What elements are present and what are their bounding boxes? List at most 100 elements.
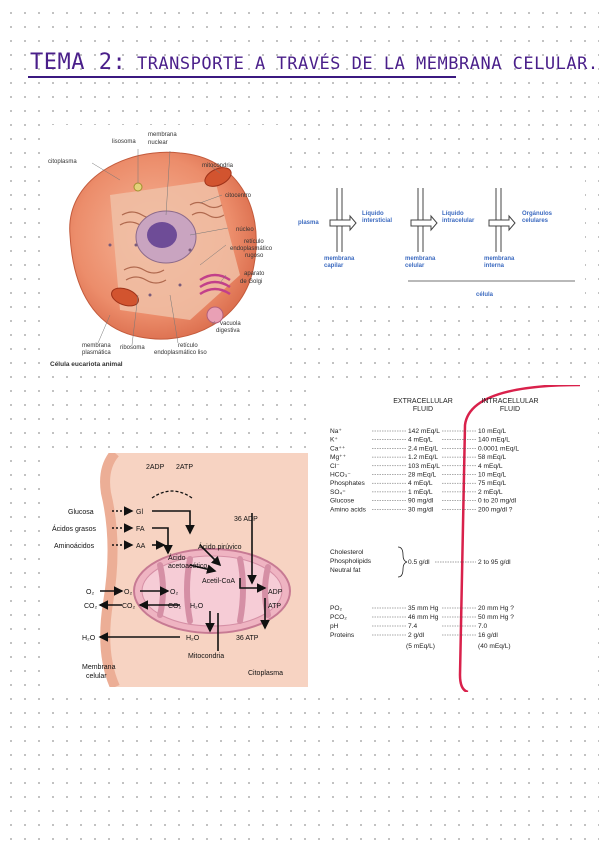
label-o2-out: O₂ xyxy=(86,589,94,596)
label-aminoacidos: Aminoácidos xyxy=(54,543,95,550)
lipid-phospholipids: Phospholipids xyxy=(330,558,372,565)
label-2atp: 2ATP xyxy=(176,464,193,471)
label-36atp: 36 ATP xyxy=(236,635,259,642)
label-membrana-plasmatica-2: plasmática xyxy=(82,350,111,356)
rows-name: SO₄⁼ xyxy=(330,489,346,496)
rows-intra-value: 140 mEq/L xyxy=(478,437,510,444)
label-organulos-2: celulares xyxy=(522,218,549,224)
compartments-diagram: plasma Líquido intersticial Líquido intr… xyxy=(298,188,575,298)
rows-extra-value: 1 mEq/L xyxy=(408,489,433,496)
rows-intra-value: 2 mEq/L xyxy=(478,489,503,496)
label-liquido-intersticial-2: intersticial xyxy=(362,218,392,224)
rows-extra-value: 1.2 mEq/L xyxy=(408,454,438,461)
rows-intra-value: 75 mEq/L xyxy=(478,480,507,487)
lipids-brace xyxy=(397,546,408,578)
rows-extra-value: 2.4 mEq/L xyxy=(408,445,438,452)
label-mitocondria: Mitocondria xyxy=(188,653,224,660)
rows-extra-value: 90 mg/dl xyxy=(408,498,434,505)
proteins-extra-2: (5 mEq/L) xyxy=(406,643,435,650)
label-liquido-intracelular-2: intracelular xyxy=(442,218,475,224)
label-fa: FA xyxy=(136,526,145,533)
label-vacuola-2: digestiva xyxy=(216,328,240,334)
label-reticulo-rugoso-2: endoplasmático xyxy=(230,246,273,252)
label-reticulo-liso-2: endoplasmático liso xyxy=(154,350,207,356)
header-extracellular-1: EXTRACELLULAR xyxy=(393,398,453,405)
label-liquido-intersticial-1: Líquido xyxy=(362,211,384,217)
label-membrana-interna-1: membrana xyxy=(484,256,515,262)
proteins-intra-2: (40 mEq/L) xyxy=(478,643,511,650)
label-gl: Gl xyxy=(136,509,143,516)
label-h2o-out: H₂O xyxy=(82,635,96,642)
cell-illustration-panel: lisosoma membrana nuclear citoplasma mit… xyxy=(40,125,286,372)
lipid-neutral-fat: Neutral fat xyxy=(330,567,361,574)
title-text: TRANSPORTE A TRAVÉS DE LA MEMBRANA CELUL… xyxy=(126,54,599,74)
lipid-cholesterol: Cholesterol xyxy=(330,549,364,556)
rows-intra-value: 10 mEq/L xyxy=(478,472,507,479)
label-membrana-celular-1: membrana xyxy=(405,256,436,262)
rows-intra-value: 0 to 20 mg/dl xyxy=(478,498,517,505)
rows-intra-value: 0.0001 mEq/L xyxy=(478,445,519,452)
rows-extra-value: 142 mEq/L xyxy=(408,428,440,435)
label-o2-mid: O₂ xyxy=(124,589,132,596)
label-liquido-intracelular-1: Líquido xyxy=(442,211,464,217)
label-reticulo-liso-1: retículo xyxy=(178,343,198,349)
rows2-intra-value: 20 mm Hg ? xyxy=(478,605,514,612)
label-mitocondria: mitocondria xyxy=(202,163,234,169)
label-membrana-plasmatica-1: membrana xyxy=(82,343,111,349)
golgi-shape xyxy=(199,273,231,296)
label-membrana-nuclear-2: nuclear xyxy=(148,140,168,146)
rows2-name: pH xyxy=(330,623,339,630)
adp-atp-cycle xyxy=(151,490,193,499)
label-membrana-celular-1: Membrana xyxy=(82,664,116,671)
label-glucosa: Glucosa xyxy=(68,509,94,516)
label-acido-acetoacetico-2: acetoacético xyxy=(168,563,207,570)
rows-name: Cl⁻ xyxy=(330,463,340,470)
label-membrana-celular-2: celular xyxy=(405,263,425,269)
cell-membrane-band xyxy=(100,449,120,690)
title-prefix: TEMA 2: xyxy=(30,50,127,75)
label-h2o-in: H₂O xyxy=(190,603,204,610)
label-co2-mid: CO₂ xyxy=(122,603,136,610)
label-plasma: plasma xyxy=(298,220,319,226)
rows2-name: PCO₂ xyxy=(330,614,347,621)
label-membrana-capilar-1: membrana xyxy=(324,256,355,262)
label-co2-out: CO₂ xyxy=(84,603,98,610)
label-vacuola-1: vacuola xyxy=(220,321,241,327)
rows-name: HCO₃⁻ xyxy=(330,472,351,479)
label-nucleo: núcleo xyxy=(236,227,254,233)
leader-lines xyxy=(91,149,229,346)
label-golgi-1: aparato xyxy=(244,271,265,277)
page-title: TEMA 2: TRANSPORTE A TRAVÉS DE LA MEMBRA… xyxy=(30,50,598,75)
rows-intra-value: 10 mEq/L xyxy=(478,428,507,435)
title-underline xyxy=(28,76,456,78)
label-reticulo-rugoso-3: rugoso xyxy=(245,253,264,259)
mitochondrion-shape-2 xyxy=(111,287,139,307)
compartments-panel: plasma Líquido intersticial Líquido intr… xyxy=(290,180,585,300)
cell-illustration: lisosoma membrana nuclear citoplasma mit… xyxy=(48,132,273,368)
rows2-intra-value: 50 mm Hg ? xyxy=(478,614,514,621)
label-36adp: 36 ADP xyxy=(234,516,258,523)
lipids-intra-value: 2 to 95 g/dl xyxy=(478,559,511,566)
metabolism-diagram: 2ADP 2ATP Glucosa Gl Ácidos grasos FA Am… xyxy=(52,449,308,690)
rows2-extra-value: 2 g/dl xyxy=(408,632,425,639)
mitochondrion-shape xyxy=(204,167,232,187)
label-membrana-nuclear-1: membrana xyxy=(148,132,177,138)
rows2-intra-value: 7.0 xyxy=(478,623,487,630)
rows-extra-value: 4 mEq/L xyxy=(408,437,433,444)
flow-arrows xyxy=(329,214,516,232)
rows-intra-value: 58 mEq/L xyxy=(478,454,507,461)
label-citoplasma: Citoplasma xyxy=(248,670,283,677)
rows-name: Ca⁺⁺ xyxy=(330,445,346,452)
header-intracellular-1: INTRACELLULAR xyxy=(481,398,538,405)
fluid-composition-panel: EXTRACELLULAR FLUID INTRACELLULAR FLUID … xyxy=(310,383,590,694)
rows2-intra-value: 16 g/dl xyxy=(478,632,498,639)
ribosome-dots xyxy=(108,243,192,297)
membrane-curve xyxy=(458,383,581,694)
lipids-extra-value: 0.5 g/dl xyxy=(408,559,430,566)
label-acido-acetoacetico-1: Ácido xyxy=(168,553,186,562)
rows-name: Glucose xyxy=(330,498,355,505)
nucleolus-shape xyxy=(147,222,177,248)
label-acetil-coa: Acetil-CoA xyxy=(202,578,235,585)
label-membrana-interna-2: interna xyxy=(484,263,505,269)
